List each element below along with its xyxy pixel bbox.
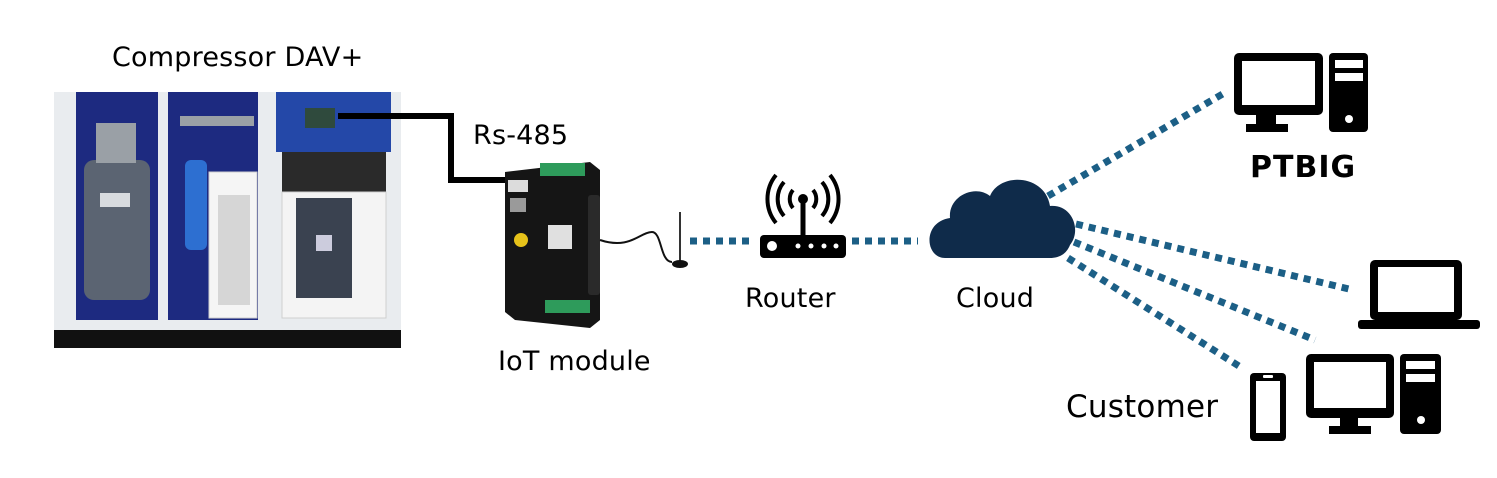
customer-label: Customer <box>1066 389 1219 425</box>
cloud-icon <box>929 179 1076 258</box>
link-cloud-to-customer_phone <box>1066 255 1244 371</box>
rs485-cable <box>338 113 522 183</box>
compressor-label: Compressor DAV+ <box>112 42 364 73</box>
iot-module-image <box>505 162 600 328</box>
desktop-computer-icon <box>1306 354 1441 434</box>
router-label: Router <box>745 283 836 314</box>
network-links <box>690 88 1354 371</box>
ptbig-label: PTBIG <box>1250 150 1357 185</box>
rs485-label: Rs-485 <box>473 120 569 151</box>
smartphone-icon <box>1250 373 1286 441</box>
antenna-icon <box>599 212 688 268</box>
laptop-icon <box>1358 260 1480 329</box>
desktop-computer-icon <box>1234 53 1368 132</box>
cloud-label: Cloud <box>956 283 1035 314</box>
wifi-router-icon <box>760 173 846 258</box>
link-cloud-to-customer_desktop <box>1072 238 1317 344</box>
compressor-image <box>54 92 401 348</box>
link-cloud-to-ptbig <box>1046 88 1228 200</box>
link-cloud-to-customer_laptop <box>1075 220 1354 294</box>
iot-module-label: IoT module <box>498 346 651 377</box>
